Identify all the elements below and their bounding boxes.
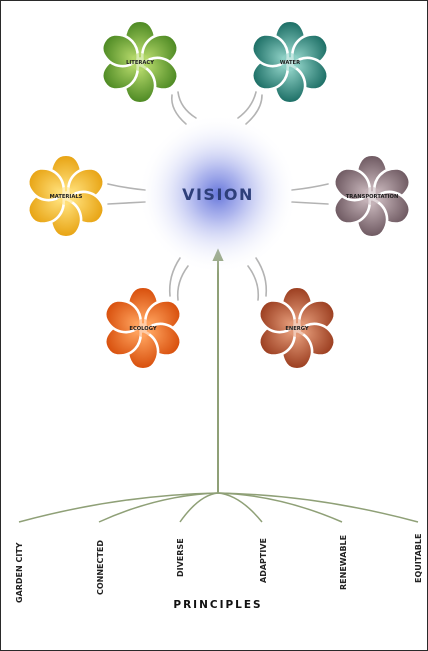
- principle-branch: [18, 492, 219, 523]
- flower-center: [281, 53, 299, 71]
- petal: [101, 33, 139, 68]
- connector-line: [237, 91, 257, 119]
- principle-label: DIVERSE: [176, 538, 185, 577]
- principle-labels: GARDEN CITY CONNECTED DIVERSE ADAPTIVE R…: [15, 534, 423, 603]
- petal-ring-ecology: [104, 285, 182, 371]
- petal-ring-energy: [258, 285, 336, 371]
- flower-label-transportation: TRANSPORTATION: [346, 194, 399, 200]
- principles-tree: [18, 492, 419, 523]
- flower-materials: MATERIALS: [27, 153, 105, 239]
- flower-center: [363, 187, 381, 205]
- principle-branch: [179, 492, 219, 523]
- principle-branch: [217, 492, 419, 523]
- petal: [258, 299, 296, 334]
- petal-ring-materials: [27, 153, 105, 239]
- flower-transportation: TRANSPORTATION: [333, 153, 411, 239]
- flower-label-materials: MATERIALS: [50, 194, 83, 200]
- vision-label: VISION: [182, 185, 254, 204]
- flower-label-ecology: ECOLOGY: [129, 326, 156, 332]
- petal: [104, 299, 142, 334]
- flower-energy: ENERGY: [258, 285, 336, 371]
- flower-label-literacy: LITERACY: [126, 60, 154, 66]
- petal-ring-literacy: [101, 19, 179, 105]
- flower-label-energy: ENERGY: [285, 326, 309, 332]
- principle-label: EQUITABLE: [414, 534, 423, 583]
- flower-center: [131, 53, 149, 71]
- connector-line: [170, 94, 187, 125]
- connector-line: [247, 265, 260, 301]
- principle-branch: [98, 492, 219, 523]
- flower-water: WATER: [251, 19, 329, 105]
- petal: [27, 167, 65, 202]
- petal-ring-transportation: [333, 153, 411, 239]
- flower-center: [134, 319, 152, 337]
- flower-label-water: WATER: [280, 60, 300, 66]
- petal: [333, 167, 371, 202]
- principle-label: GARDEN CITY: [15, 542, 24, 603]
- petal-ring-water: [251, 19, 329, 105]
- flower-literacy: LITERACY: [101, 19, 179, 105]
- flower-group: LITERACY WATER MATERIALS TRANSPORTATION …: [27, 19, 411, 371]
- vision-glow: [138, 114, 298, 274]
- principle-label: RENEWABLE: [339, 535, 348, 590]
- principle-label: CONNECTED: [96, 540, 105, 595]
- flower-center: [288, 319, 306, 337]
- vision-node: VISION: [138, 114, 298, 274]
- connector-line: [177, 91, 197, 119]
- petal: [251, 33, 289, 68]
- principle-branch: [217, 492, 263, 523]
- principles-title: PRINCIPLES: [173, 599, 262, 611]
- connector-line: [176, 265, 189, 301]
- flower-center: [57, 187, 75, 205]
- principle-label: ADAPTIVE: [259, 538, 268, 583]
- flower-ecology: ECOLOGY: [104, 285, 182, 371]
